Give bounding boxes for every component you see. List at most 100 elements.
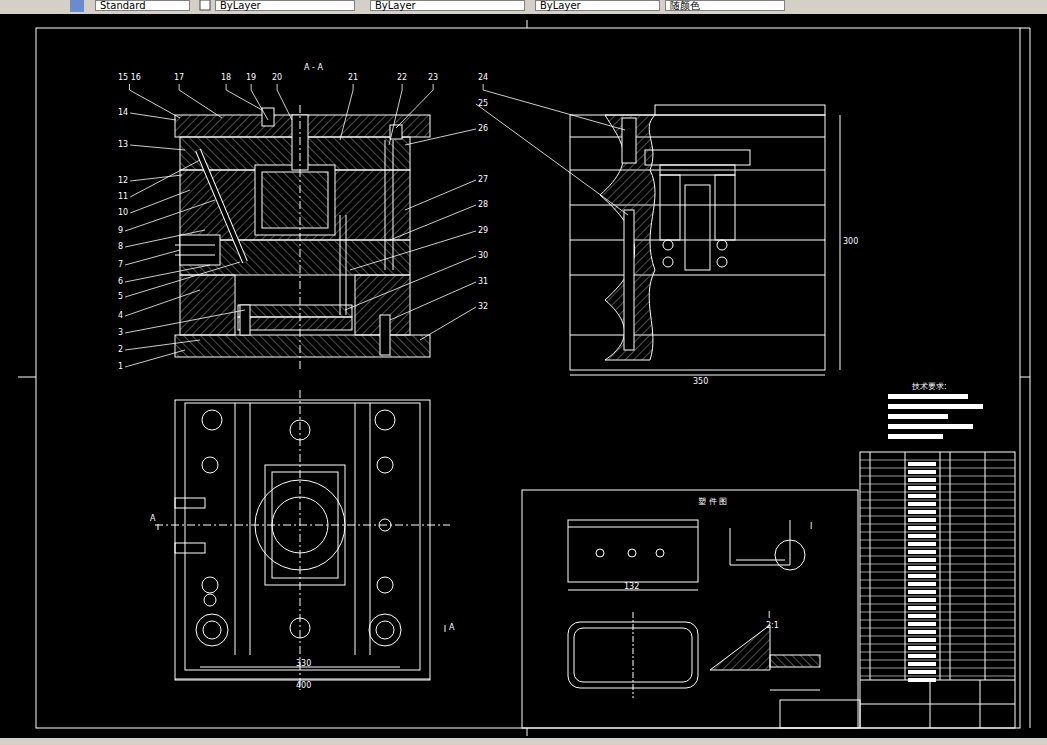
leader-line [125, 262, 240, 297]
table-row [860, 628, 1015, 629]
drawing-label: I [768, 612, 770, 620]
redacted-cell [908, 566, 936, 570]
callout-number: 31 [478, 278, 488, 286]
table-row [860, 612, 1015, 613]
callout-number: 26 [478, 125, 488, 133]
callout-number: 28 [478, 201, 488, 209]
leader-line [130, 160, 200, 197]
leader-line [420, 307, 476, 340]
leader-line [125, 290, 200, 316]
leader-line [125, 340, 200, 350]
drawing-label: 132 [624, 583, 639, 591]
redacted-note [888, 414, 948, 419]
redacted-cell [908, 534, 936, 538]
redacted-cell [908, 526, 936, 530]
toolbar-icon [70, 0, 84, 12]
redacted-cell [908, 662, 936, 666]
callout-number: 23 [428, 74, 438, 82]
toolbar-icon [200, 0, 210, 10]
leader-line [130, 145, 185, 150]
redacted-cell [908, 670, 936, 674]
table-row [860, 556, 1015, 557]
leader-line [125, 250, 180, 265]
callout-number: 12 [118, 177, 128, 185]
drawing-frame [18, 20, 1030, 736]
table-row [860, 540, 1015, 541]
redacted-cell [908, 646, 936, 650]
drawing-label: 350 [693, 378, 708, 386]
redacted-cell [908, 486, 936, 490]
dropdown-text: ByLayer [216, 1, 265, 11]
callout-number: 17 [174, 74, 184, 82]
toolbar-dropdown: ByLayer [535, 0, 660, 11]
leader-line [345, 256, 476, 310]
table-row [860, 604, 1015, 605]
callout-number: 22 [397, 74, 407, 82]
toolbar-dropdown: Standard [95, 0, 190, 11]
leader-line [125, 350, 185, 367]
table-row [860, 588, 1015, 589]
table-row [860, 636, 1015, 637]
drawing-label: 塑 件 图 [698, 498, 727, 506]
redacted-cell [908, 478, 936, 482]
drawing-label: A [150, 515, 155, 523]
callout-number: 32 [478, 303, 488, 311]
redacted-cell [908, 598, 936, 602]
callout-number: 25 [478, 100, 488, 108]
toolbar-dropdown: 随颜色 [665, 0, 785, 11]
redacted-note [888, 394, 968, 399]
callout-number: 20 [272, 74, 282, 82]
table-row [860, 532, 1015, 533]
drawing-label: 2:1 [766, 622, 779, 630]
callout-number: 8 [118, 243, 123, 251]
callout-number: 24 [478, 74, 488, 82]
leader-line [405, 180, 476, 210]
table-row [860, 676, 1015, 677]
callout-number: 29 [478, 227, 488, 235]
callout-number: 15 16 [118, 74, 141, 82]
bom-table [780, 452, 1015, 728]
leader-line [125, 265, 210, 282]
redacted-cell [908, 614, 936, 618]
redacted-cell [908, 518, 936, 522]
dropdown-text: 随颜色 [666, 1, 704, 11]
redacted-cell [908, 542, 936, 546]
mold-section-view [175, 105, 430, 370]
redacted-note [888, 424, 973, 429]
callout-number: 4 [118, 312, 123, 320]
leader-line [125, 200, 215, 231]
redacted-cell [908, 470, 936, 474]
leader-line [226, 84, 262, 110]
redacted-cell [908, 622, 936, 626]
callout-number: 2 [118, 346, 123, 354]
leader-line [396, 84, 433, 128]
callout-number: 11 [118, 193, 128, 201]
callout-number: 3 [118, 329, 123, 337]
toolbar [0, 0, 1047, 14]
dropdown-text: ByLayer [371, 1, 420, 11]
leader-line [277, 84, 292, 120]
leader-line [130, 190, 190, 213]
callout-number: 6 [118, 278, 123, 286]
redacted-cell [908, 510, 936, 514]
callout-number: 30 [478, 252, 488, 260]
table-row [860, 492, 1015, 493]
table-row [860, 572, 1015, 573]
callout-number: 5 [118, 293, 123, 301]
callout-number: 13 [118, 141, 128, 149]
mold-plan-view [155, 390, 450, 690]
redacted-cell [908, 462, 936, 466]
table-row [860, 484, 1015, 485]
redacted-cell [908, 494, 936, 498]
callout-number: 1 [118, 363, 123, 371]
leader-line [125, 230, 205, 247]
redacted-cell [908, 574, 936, 578]
table-row [860, 524, 1015, 525]
drawing-label: A - A [304, 64, 323, 72]
table-row [860, 644, 1015, 645]
dropdown-text: ByLayer [536, 1, 585, 11]
status-bar [0, 738, 1047, 745]
callout-number: 7 [118, 261, 123, 269]
table-row [860, 668, 1015, 669]
